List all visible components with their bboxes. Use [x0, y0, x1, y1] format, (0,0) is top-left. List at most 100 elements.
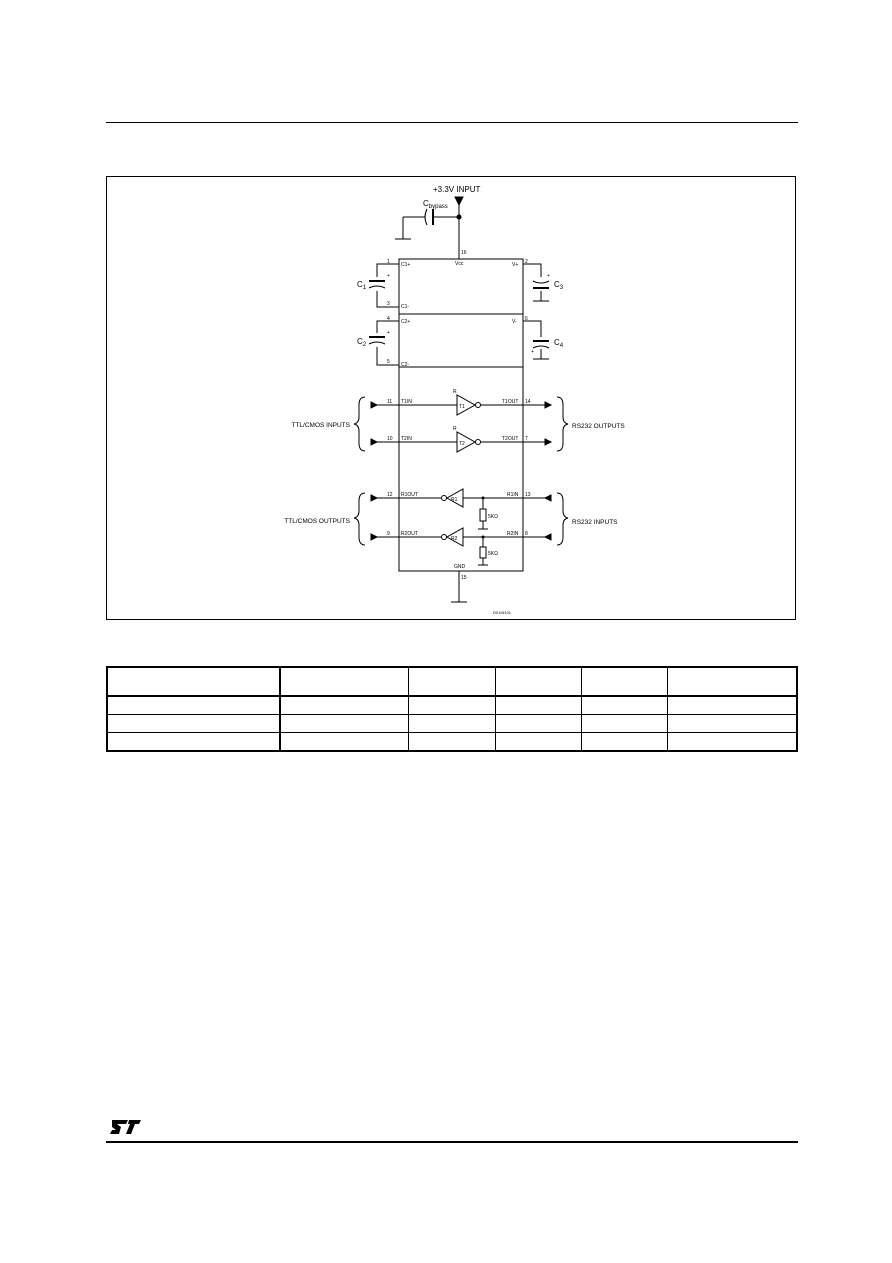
pin-label-vminus: V-: [512, 319, 517, 325]
r1-output-arrow-icon: [370, 494, 379, 502]
table-cell: [494, 732, 582, 752]
c4-wire-top: [523, 320, 542, 337]
table-cell: [580, 714, 669, 733]
c3-plate-a: [532, 280, 550, 284]
brace-ttl-inputs-icon: [353, 396, 366, 452]
table-cell: [278, 732, 410, 752]
pin-label-t2in: T2IN: [401, 436, 412, 442]
c1-plate-b: [368, 285, 386, 289]
bypass-cap-label: Cbypass: [423, 199, 448, 210]
r2-buffer-label: R2: [451, 536, 458, 542]
pin-number-c2m: 5: [387, 359, 390, 365]
table-cell: [106, 732, 281, 752]
pin-label-vplus: V+: [512, 262, 518, 268]
pin-label-gnd: GND: [454, 564, 466, 570]
r2-bubble-icon: [441, 534, 447, 540]
table-cell: [580, 732, 669, 752]
r2-input-arrow-icon: [543, 533, 552, 541]
c4-plate-b: [532, 345, 550, 349]
c3-plus-icon: +: [547, 273, 550, 279]
t2-supply-mark: R: [453, 426, 457, 432]
t2-buffer-label: T2: [459, 441, 465, 447]
c1-wire-bottom: [376, 291, 399, 308]
pin-label-c1m: C1-: [401, 304, 409, 310]
c2-plus-icon: +: [387, 330, 390, 336]
ttl-outputs-label: TTL/CMOS OUTPUTS: [284, 518, 350, 525]
table-cell: [106, 666, 281, 697]
t1-bubble-icon: [475, 402, 481, 408]
t1-output-arrow-icon: [544, 401, 553, 409]
c2-label: C2: [357, 337, 367, 348]
r1-receiver-icon: [445, 488, 464, 508]
r2-resistor-label: 5KΩ: [488, 551, 498, 557]
pin-label-vcc: Vcc: [455, 261, 464, 267]
c2-wire-bottom: [376, 347, 399, 366]
table-cell: [494, 714, 582, 733]
rs232-inputs-label: RS232 INPUTS: [572, 519, 618, 526]
table-cell: [494, 695, 582, 715]
t1-buffer-label: T1: [459, 404, 465, 410]
r2-output-arrow-icon: [370, 533, 379, 541]
pin-label-c2p: C2+: [401, 319, 410, 325]
t1-driver-icon: [456, 394, 477, 416]
pin-label-r2out: R2OUT: [401, 531, 418, 537]
t1-supply-mark: R: [453, 389, 457, 395]
pin-number-vminus: 6: [525, 316, 528, 322]
table-cell: [408, 695, 496, 715]
table-cell: [278, 695, 410, 715]
ic-body: [398, 258, 524, 572]
ttl-inputs-label: TTL/CMOS INPUTS: [291, 422, 350, 429]
c3-wire-top: [523, 263, 542, 277]
pin-number-r1in: 13: [525, 492, 531, 498]
pin-number-vplus: 2: [525, 259, 528, 265]
table-row: [106, 695, 798, 715]
brace-rs232-inputs-icon: [556, 492, 569, 546]
c4-label: C4: [554, 338, 564, 349]
pin-number-t2in: 10: [387, 436, 393, 442]
r1-resistor-label: 5KΩ: [488, 514, 498, 520]
table-cell: [106, 695, 281, 715]
pin-number-c1p: 1: [387, 259, 390, 265]
table-cell: [408, 732, 496, 752]
table-row: [106, 714, 798, 733]
t2-input-arrow-icon: [370, 438, 379, 446]
pin-number-gnd: 15: [461, 575, 467, 581]
c2-plate-b: [368, 341, 386, 345]
pin-number-r1out: 12: [387, 492, 393, 498]
pin-number-c2p: 4: [387, 316, 390, 322]
pin-label-t1in: T1IN: [401, 399, 412, 405]
r1-buffer-label: R1: [451, 497, 458, 503]
t2-driver-icon: [456, 431, 477, 453]
c1-wire-top: [376, 263, 399, 277]
pin-number-t1out: 14: [525, 399, 531, 405]
table-row: [106, 732, 798, 752]
pin-label-r2in: R2IN: [507, 531, 519, 537]
r1-bubble-icon: [441, 495, 447, 501]
table-cell: [580, 666, 669, 697]
table-cell: [667, 732, 798, 752]
top-rule: [106, 122, 798, 123]
pin-label-t2out: T2OUT: [502, 436, 518, 442]
pin-label-c2m: C2-: [401, 362, 409, 368]
table-cell: [667, 666, 798, 697]
pin-number-r2out: 9: [387, 531, 390, 537]
supply-arrow-icon: [454, 196, 464, 207]
pin-number-t2out: 7: [525, 436, 528, 442]
table-cell: [580, 695, 669, 715]
pin-number-c1m: 3: [387, 301, 390, 307]
pin-label-c1p: C1+: [401, 262, 410, 268]
pin-number-vcc: 16: [461, 250, 467, 256]
pin-number-t1in: 11: [387, 399, 392, 405]
pin-number-r2in: 8: [525, 531, 528, 537]
table-cell: [408, 714, 496, 733]
r1-input-arrow-icon: [543, 494, 552, 502]
table-cell: [408, 666, 496, 697]
application-circuit-figure: +3.3V INPUT Cbypass Vcc 16 + C1 1 3 C1+ …: [106, 176, 796, 620]
c1-label: C1: [357, 280, 367, 291]
r2-resistor-icon: [479, 546, 487, 559]
pin-label-t1out: T1OUT: [502, 399, 518, 405]
figure-code: D01IN101: [493, 610, 512, 615]
pin-label-r1in: R1IN: [507, 492, 519, 498]
r2-receiver-icon: [445, 527, 464, 547]
supply-label: +3.3V INPUT: [433, 185, 480, 194]
